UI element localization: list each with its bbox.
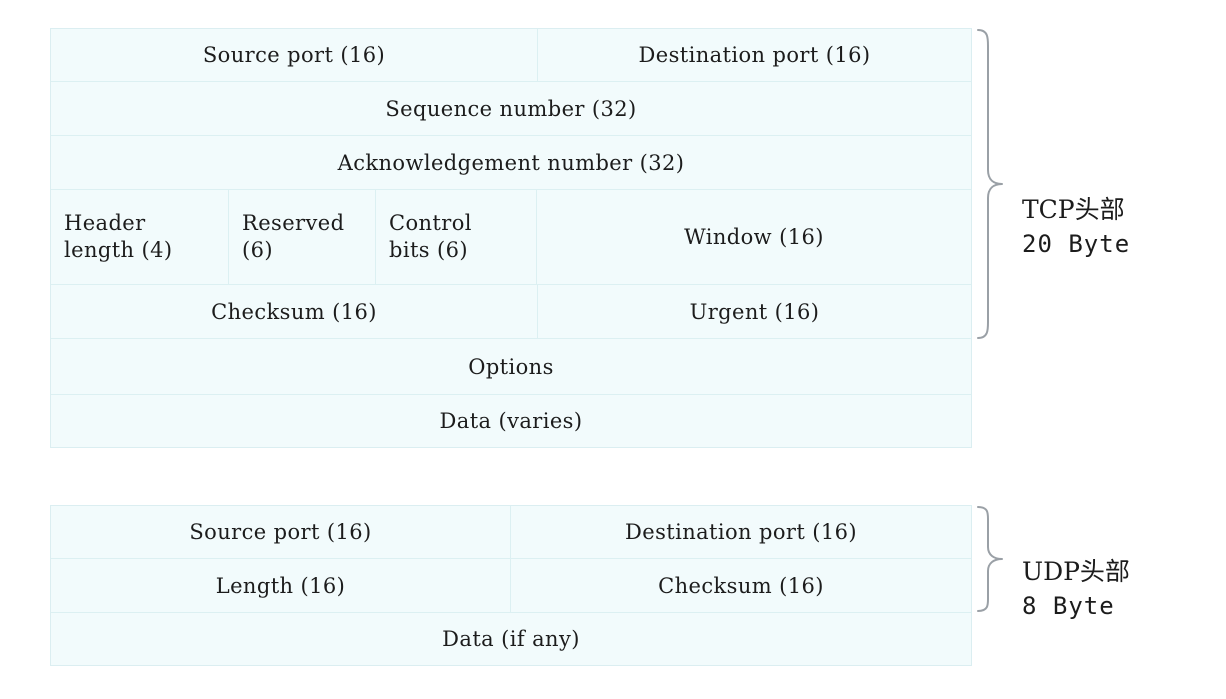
tcp-brace-icon [977,29,1003,339]
udp-header-table: Source port (16) Destination port (16) L… [50,505,972,666]
tcp-cell-window: Window (16) [537,190,971,284]
tcp-header-label: TCP头部 20 Byte [1022,156,1130,297]
udp-header-label: UDP头部 8 Byte [1022,518,1130,659]
tcp-row-flags: Header length (4) Reserved (6) Control b… [51,190,971,285]
tcp-cell-urgent: Urgent (16) [538,285,971,338]
tcp-row-options: Options [51,339,971,395]
udp-cell-length: Length (16) [51,559,511,612]
tcp-label-line1: TCP头部 [1022,194,1125,224]
tcp-cell-checksum: Checksum (16) [51,285,538,338]
udp-cell-source-port: Source port (16) [51,506,511,558]
tcp-label-line2: 20 Byte [1022,230,1131,258]
tcp-row-ports: Source port (16) Destination port (16) [51,29,971,82]
udp-cell-destination-port: Destination port (16) [511,506,971,558]
tcp-cell-options: Options [51,339,971,394]
tcp-row-acknowledgement: Acknowledgement number (32) [51,136,971,190]
tcp-cell-acknowledgement-number: Acknowledgement number (32) [51,136,971,189]
udp-label-line1: UDP头部 [1022,556,1130,586]
udp-row-length-checksum: Length (16) Checksum (16) [51,559,971,613]
tcp-cell-destination-port: Destination port (16) [538,29,971,81]
udp-label-line2: 8 Byte [1022,592,1115,620]
udp-cell-checksum: Checksum (16) [511,559,971,612]
udp-brace-icon [977,506,1003,612]
tcp-cell-header-length: Header length (4) [51,190,229,284]
tcp-cell-reserved: Reserved (6) [229,190,376,284]
tcp-cell-data: Data (varies) [51,395,971,447]
tcp-row-sequence: Sequence number (32) [51,82,971,136]
tcp-cell-control-bits: Control bits (6) [376,190,537,284]
tcp-row-data: Data (varies) [51,395,971,447]
udp-row-data: Data (if any) [51,613,971,665]
tcp-cell-sequence-number: Sequence number (32) [51,82,971,135]
tcp-header-table: Source port (16) Destination port (16) S… [50,28,972,448]
udp-cell-data: Data (if any) [51,613,971,665]
tcp-cell-source-port: Source port (16) [51,29,538,81]
udp-row-ports: Source port (16) Destination port (16) [51,506,971,559]
tcp-row-checksum: Checksum (16) Urgent (16) [51,285,971,339]
